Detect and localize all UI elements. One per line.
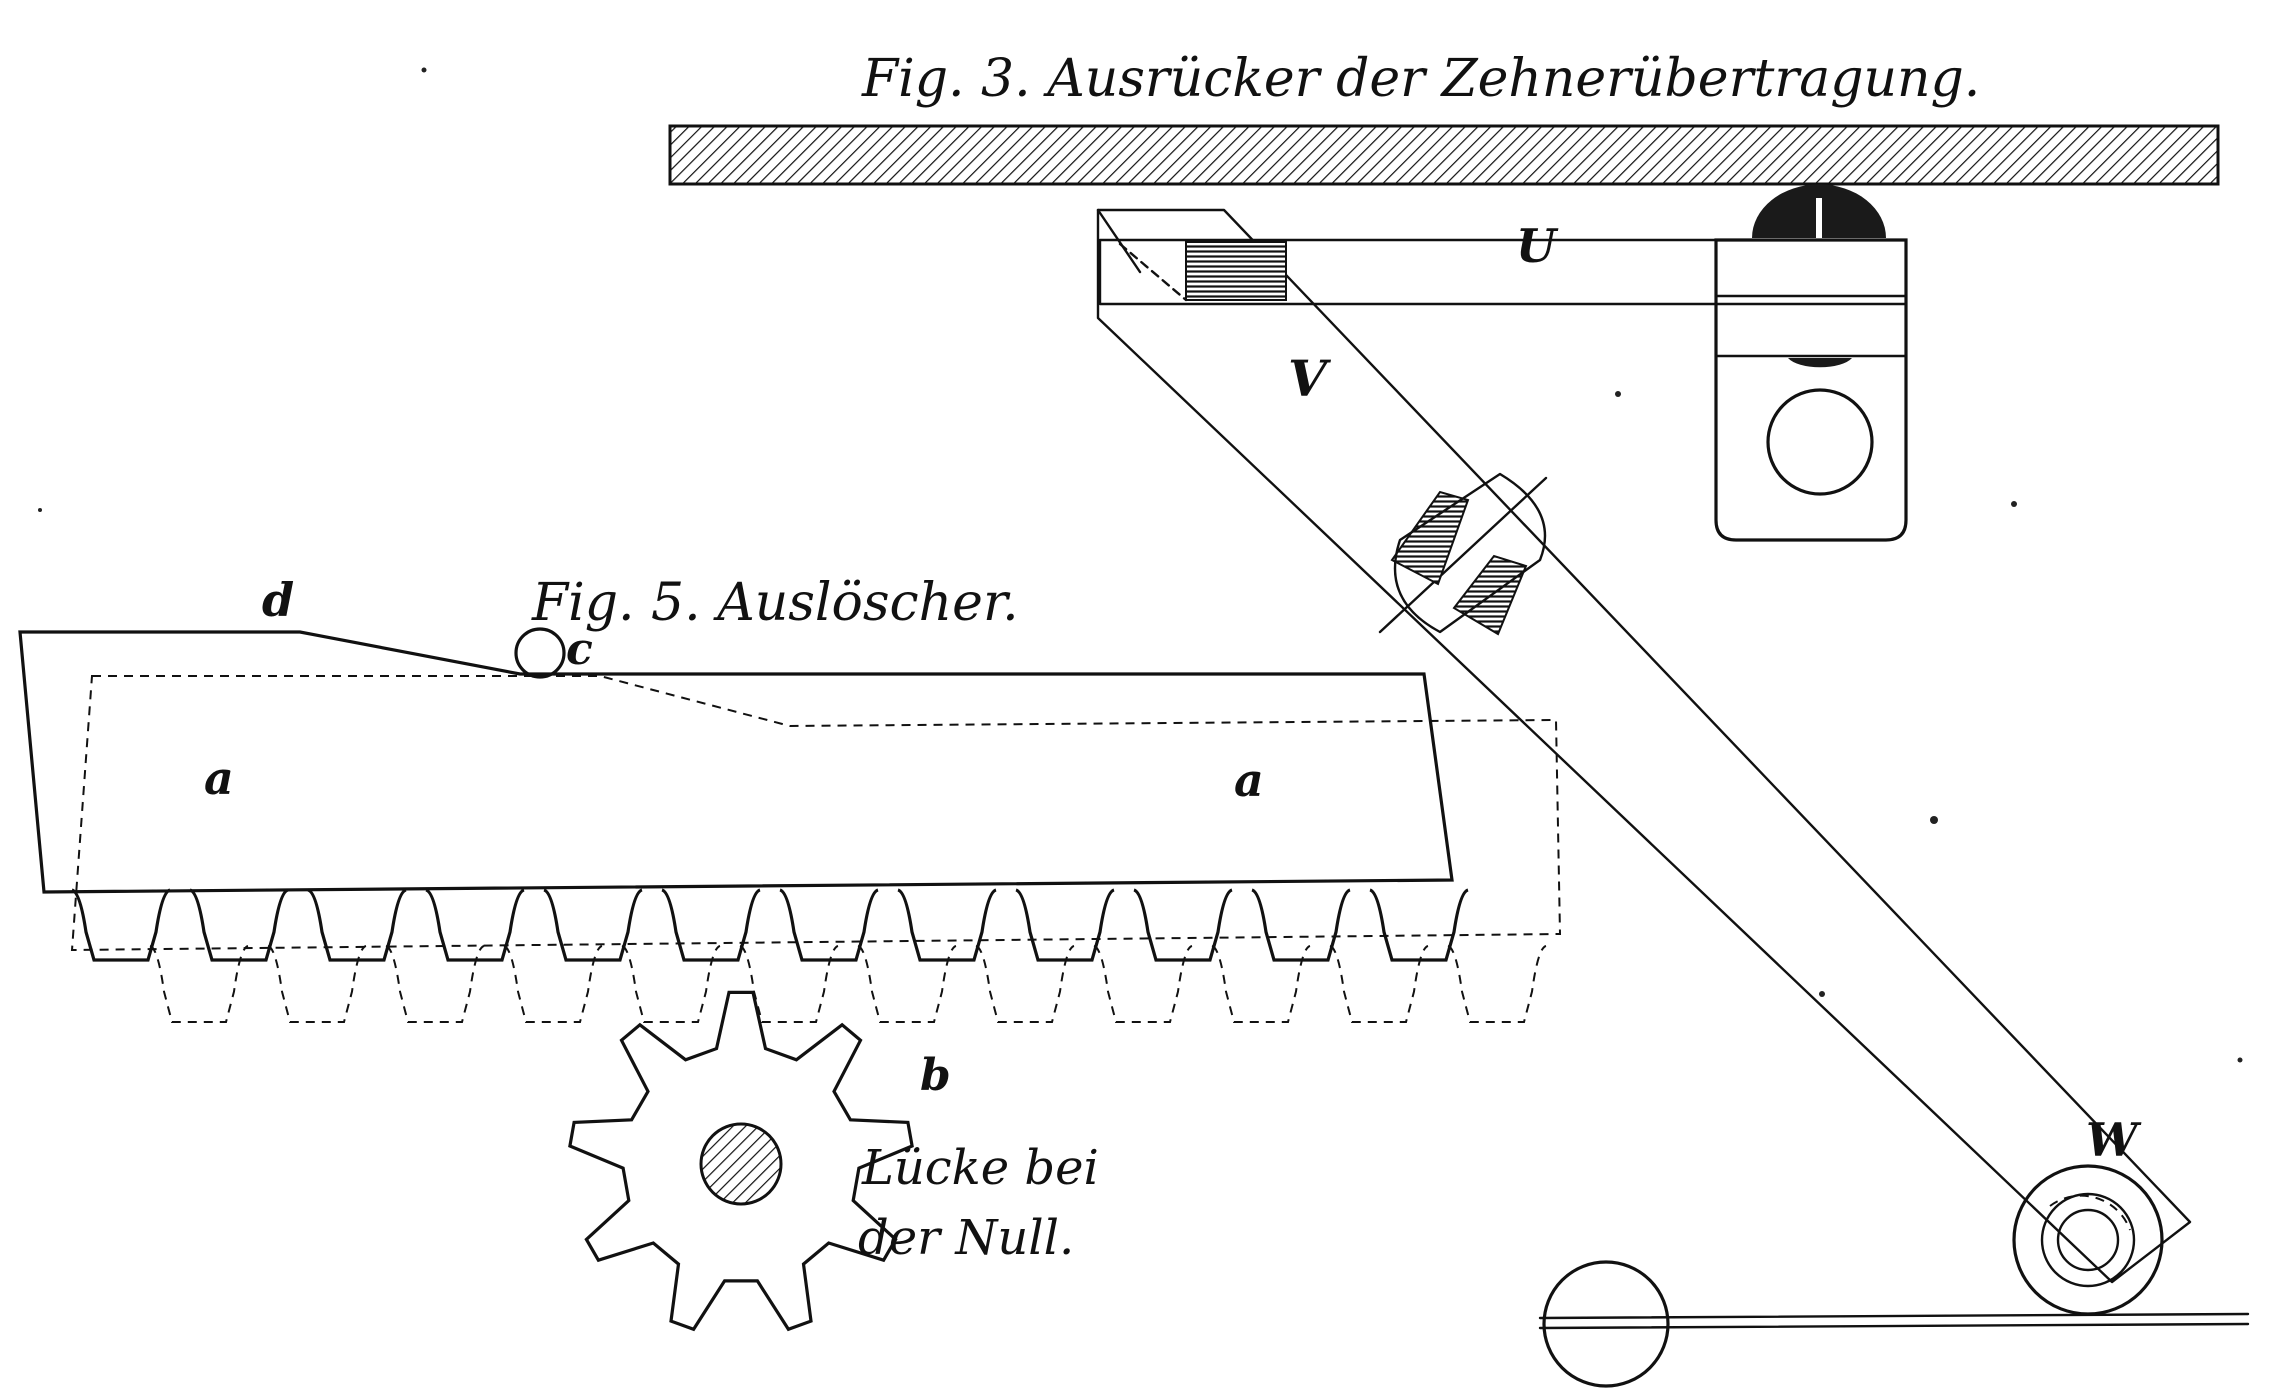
pin-c: [514, 627, 566, 679]
lever-v: [1096, 208, 2192, 1284]
label-a-right: a: [1234, 753, 1264, 807]
rack-tooth-dashed: [621, 945, 721, 1023]
rack-tooth: [661, 888, 761, 962]
rack-tooth-dashed: [975, 945, 1075, 1023]
label-u: U: [1516, 219, 1559, 273]
rack-tooth: [543, 888, 643, 962]
label-a-left: a: [204, 751, 234, 805]
figure-5: Fig. 5. Auslöscher. d c a a b Lücke bei …: [18, 573, 1562, 1332]
rack-tooth: [189, 888, 289, 962]
rack-tooth-dashed: [1447, 945, 1547, 1023]
label-w: W: [2086, 1113, 2142, 1167]
rack-tooth: [307, 888, 407, 962]
bearing-block: [1714, 238, 1908, 542]
rack-tooth: [1251, 888, 1351, 962]
rack-tooth-dashed: [739, 945, 839, 1023]
rack-tooth: [1015, 888, 1115, 962]
rack-tooth-dashed: [857, 945, 957, 1023]
note-line-1: Lücke bei: [861, 1140, 1099, 1196]
rack-tooth: [897, 888, 997, 962]
frame-bar: [668, 124, 2220, 186]
rack-tooth: [71, 888, 171, 962]
arm-u: [1098, 238, 1908, 306]
rack-tooth: [779, 888, 879, 962]
rack-tooth-dashed: [1211, 945, 1311, 1023]
rack-tooth: [425, 888, 525, 962]
rack-tooth-dashed: [1329, 945, 1429, 1023]
lever-collar: [1378, 472, 1548, 636]
label-v: V: [1288, 349, 1332, 408]
label-d: d: [262, 573, 294, 627]
rack-tooth: [1133, 888, 1233, 962]
rack-tooth-dashed: [503, 945, 603, 1023]
label-b: b: [920, 1050, 951, 1101]
rack-tooth-dashed: [267, 945, 367, 1023]
rack-tooth-dashed: [1093, 945, 1193, 1023]
roller-w: [2012, 1164, 2164, 1316]
figure-3: Fig. 3. Ausrücker der Zehnerübertragung.: [668, 49, 2250, 1388]
gear-shaft: [699, 1122, 783, 1206]
rack-tooth-dashed: [149, 945, 249, 1023]
rack-dashed-position: [70, 675, 1562, 1023]
figure-3-title: Fig. 3. Ausrücker der Zehnerübertragung.: [861, 49, 1980, 109]
rack-a: [18, 630, 1469, 962]
figure-5-title: Fig. 5. Auslöscher.: [531, 573, 1019, 633]
gear-b: [568, 990, 914, 1332]
rack-tooth-dashed: [385, 945, 485, 1023]
note-line-2: der Null.: [858, 1210, 1074, 1266]
label-c: c: [566, 624, 593, 675]
rack-tooth: [1369, 888, 1469, 962]
lower-rod: [1538, 1260, 2250, 1388]
paper-specks: [38, 67, 2243, 1063]
